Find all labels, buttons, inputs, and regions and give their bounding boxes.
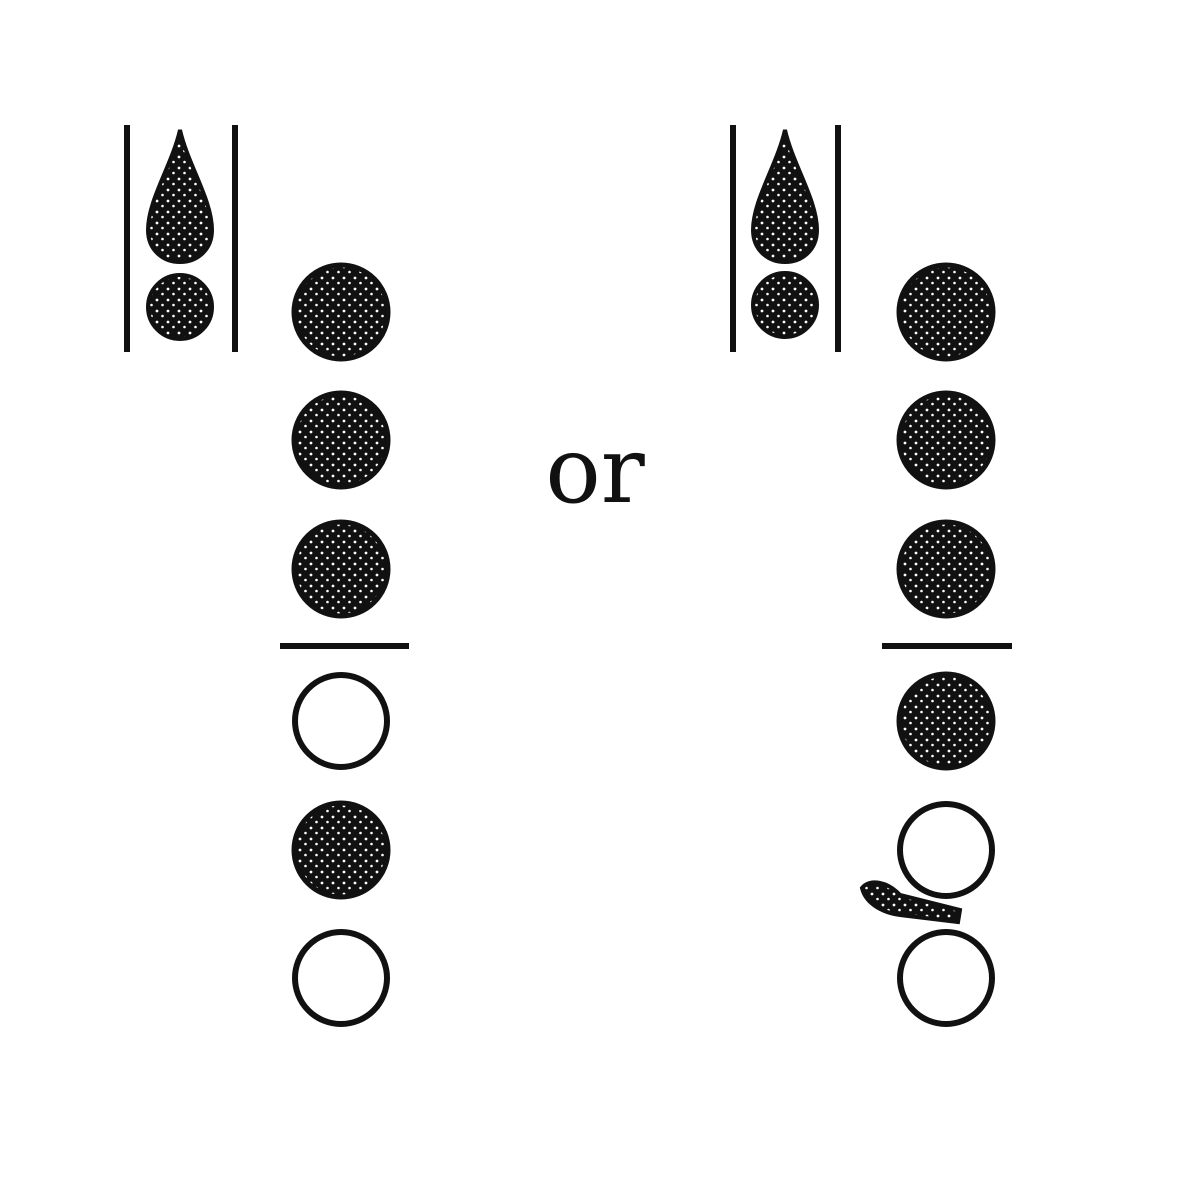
or-separator-label: or — [545, 417, 645, 524]
octave-key-box — [124, 125, 238, 352]
side-key-icon — [859, 880, 963, 925]
thumb-hole — [751, 271, 819, 339]
tone-hole-6 — [292, 929, 390, 1027]
thumb-hole — [146, 273, 214, 341]
tone-hole-4 — [896, 671, 996, 771]
octave-key-teardrop-icon — [750, 129, 820, 265]
tone-hole-5 — [291, 800, 391, 900]
tone-hole-6 — [897, 929, 995, 1027]
tone-hole-3 — [896, 519, 996, 619]
tone-hole-1 — [291, 262, 391, 362]
fingering-chart-1 — [124, 125, 409, 1027]
tone-hole-4 — [292, 672, 390, 770]
tone-hole-3 — [291, 519, 391, 619]
fingering-chart-2 — [730, 125, 1012, 1027]
octave-key-box — [730, 125, 841, 352]
tone-hole-5 — [897, 801, 995, 899]
tone-hole-2 — [896, 390, 996, 490]
tone-hole-1 — [896, 262, 996, 362]
octave-key-teardrop-icon — [145, 129, 215, 265]
tone-hole-2 — [291, 390, 391, 490]
